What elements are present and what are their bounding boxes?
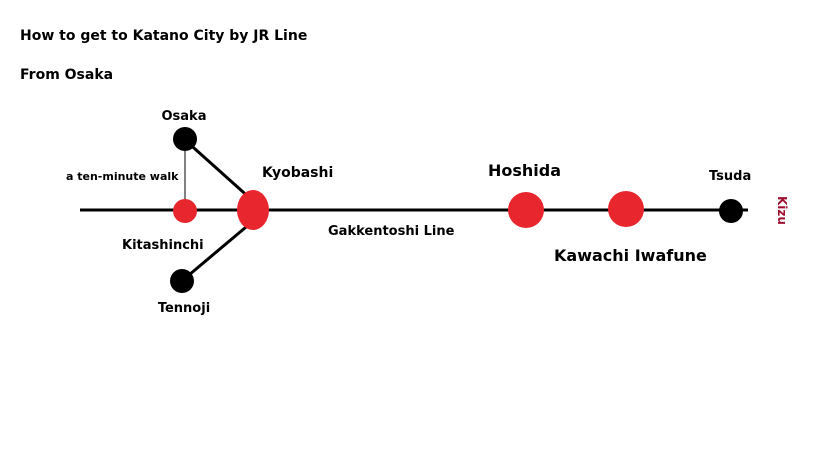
- station-hoshida-marker: [508, 192, 544, 228]
- station-kitashinchi-label: Kitashinchi: [122, 238, 204, 253]
- station-kitashinchi-marker: [173, 199, 197, 223]
- station-kyobashi-marker: [237, 190, 269, 230]
- station-kawachi-iwafune-label: Kawachi Iwafune: [554, 246, 707, 265]
- page-title: How to get to Katano City by JR Line: [20, 28, 308, 44]
- station-osaka-label: Osaka: [162, 109, 207, 124]
- osaka-branch-track: [183, 138, 254, 202]
- station-tennoji-marker: [170, 269, 194, 293]
- station-kyobashi-label: Kyobashi: [262, 165, 333, 181]
- station-kawachi-iwafune-marker: [608, 191, 644, 227]
- station-tsuda-label: Tsuda: [709, 169, 751, 184]
- station-tennoji-label: Tennoji: [158, 301, 210, 316]
- walk-note-label: a ten-minute walk: [66, 170, 179, 183]
- station-tsuda-marker: [719, 199, 743, 223]
- station-hoshida-label: Hoshida: [488, 161, 561, 180]
- station-osaka-marker: [173, 127, 197, 151]
- tennoji-branch-track: [182, 220, 253, 282]
- page-subtitle: From Osaka: [20, 67, 114, 83]
- direction-kizu-label: Kizu: [775, 196, 789, 225]
- line-name-label: Gakkentoshi Line: [328, 224, 455, 239]
